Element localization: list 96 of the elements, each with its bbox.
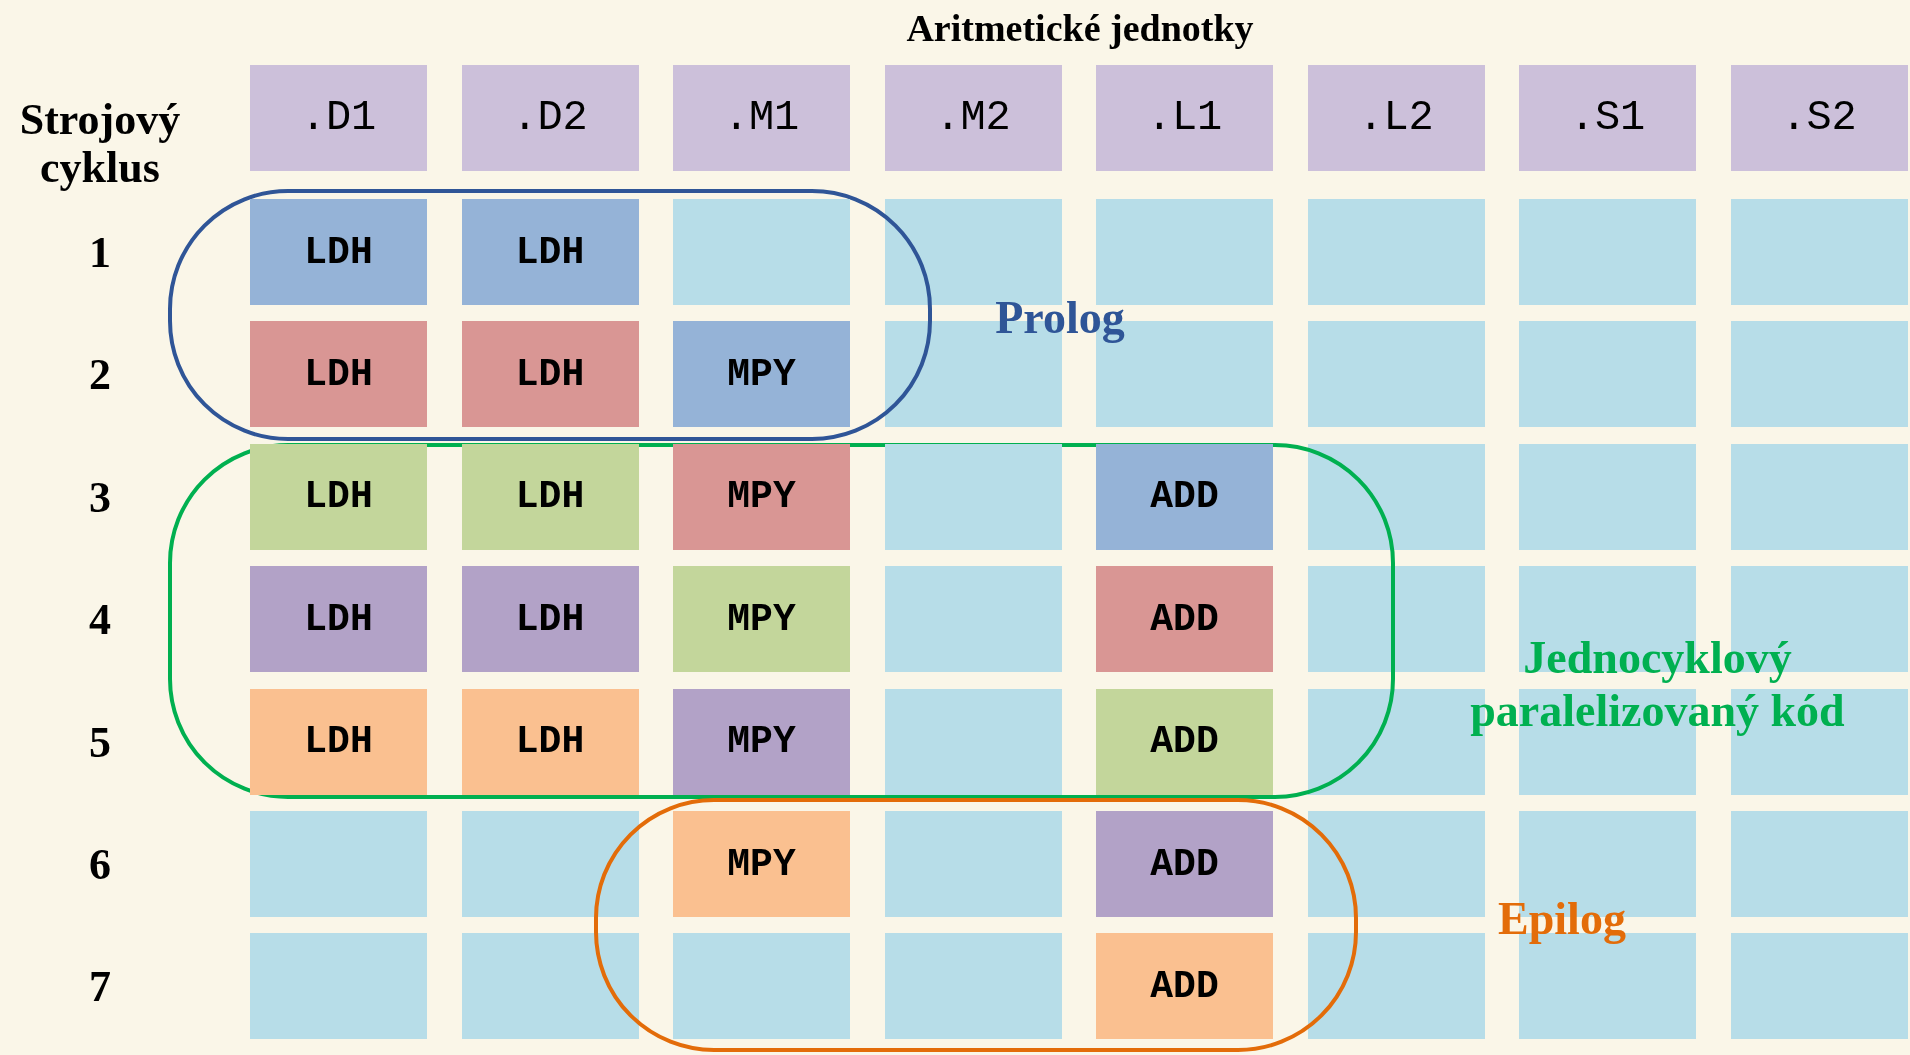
empty-cell xyxy=(884,811,1062,917)
unit-name: .M2 xyxy=(935,94,1011,142)
instruction-name: MPY xyxy=(727,475,796,519)
unit-name: .M1 xyxy=(723,94,800,142)
row-number: 2 xyxy=(88,351,112,400)
instruction-name: MPY xyxy=(727,720,796,764)
unit-name: .D2 xyxy=(512,94,588,142)
unit-name: .L2 xyxy=(1358,94,1434,142)
unit-header xyxy=(461,65,639,171)
empty-cell xyxy=(1307,566,1485,673)
row-number: 4 xyxy=(88,596,112,645)
instruction-cell xyxy=(461,566,639,673)
instruction-name: LDH xyxy=(515,230,585,274)
instruction-name: LDH xyxy=(515,720,585,764)
instruction-cell xyxy=(250,321,427,428)
unit-name: .D1 xyxy=(300,94,377,142)
instruction-cell xyxy=(250,566,427,673)
row-number: 7 xyxy=(88,963,112,1012)
row-number: 3 xyxy=(88,473,112,523)
empty-cell xyxy=(673,933,850,1040)
instruction-name: LDH xyxy=(515,475,585,519)
axis-title: Strojový cyklus xyxy=(18,96,182,193)
instruction-cell xyxy=(461,688,639,795)
instruction-cell xyxy=(250,443,427,550)
instruction-name: MPY xyxy=(727,352,796,396)
instruction-name: LDH xyxy=(304,352,373,396)
empty-cell xyxy=(1730,933,1908,1040)
instruction-cell xyxy=(673,811,850,917)
unit-header xyxy=(1730,65,1908,171)
unit-name: .S2 xyxy=(1781,94,1857,142)
empty-cell xyxy=(1730,199,1908,305)
unit-header xyxy=(1307,65,1485,171)
empty-cell xyxy=(250,811,427,917)
instruction-cell xyxy=(1096,566,1273,673)
empty-cell xyxy=(884,933,1062,1040)
empty-cell xyxy=(1307,811,1485,917)
unit-header xyxy=(1096,65,1273,171)
empty-cell xyxy=(461,811,639,917)
diagram-title: Aritmetické jednotky xyxy=(905,6,1255,50)
empty-cell xyxy=(1519,199,1696,305)
unit-header xyxy=(250,65,427,171)
instruction-cell xyxy=(250,688,427,795)
empty-cell xyxy=(1307,933,1485,1040)
empty-cell xyxy=(1519,443,1696,550)
unit-header xyxy=(1519,65,1696,171)
instruction-cell xyxy=(1096,443,1273,550)
empty-cell xyxy=(1307,443,1485,550)
instruction-name: LDH xyxy=(515,597,585,641)
instruction-name: LDH xyxy=(304,475,373,519)
instruction-cell xyxy=(673,566,850,673)
empty-cell xyxy=(673,199,850,305)
instruction-name: ADD xyxy=(1150,597,1219,641)
group-label: Epilog xyxy=(1497,893,1627,946)
unit-name: .L1 xyxy=(1146,94,1223,142)
instruction-cell xyxy=(1096,933,1273,1040)
instruction-cell xyxy=(461,443,639,550)
empty-cell xyxy=(461,933,639,1040)
empty-cell xyxy=(250,933,427,1040)
empty-cell xyxy=(1307,321,1485,428)
instruction-cell xyxy=(673,688,850,795)
empty-cell xyxy=(884,688,1062,795)
instruction-cell xyxy=(250,199,427,305)
instruction-name: ADD xyxy=(1150,475,1219,519)
instruction-name: ADD xyxy=(1150,842,1219,886)
unit-name: .S1 xyxy=(1569,94,1646,142)
empty-cell xyxy=(1730,811,1908,917)
group-label: Jednocyklový paralelizovaný kód xyxy=(1469,632,1846,738)
instruction-cell xyxy=(673,443,850,550)
instruction-cell xyxy=(1096,811,1273,917)
instruction-name: LDH xyxy=(304,230,373,274)
row-number: 5 xyxy=(88,718,112,767)
instruction-cell xyxy=(461,321,639,428)
unit-header xyxy=(884,65,1062,171)
instruction-cell xyxy=(461,199,639,305)
instruction-name: ADD xyxy=(1150,964,1219,1008)
instruction-name: LDH xyxy=(515,352,585,396)
empty-cell xyxy=(884,443,1062,550)
row-number: 1 xyxy=(88,229,112,278)
empty-cell xyxy=(1307,199,1485,305)
empty-cell xyxy=(1730,443,1908,550)
instruction-name: MPY xyxy=(727,842,796,886)
rounded-outline xyxy=(168,443,1395,799)
instruction-cell xyxy=(673,321,850,428)
empty-cell xyxy=(1730,321,1908,428)
instruction-name: LDH xyxy=(304,597,373,641)
instruction-cell xyxy=(1096,688,1273,795)
rounded-outline xyxy=(168,189,932,441)
empty-cell xyxy=(1519,321,1696,428)
empty-cell xyxy=(884,566,1062,673)
unit-header xyxy=(673,65,850,171)
instruction-name: ADD xyxy=(1150,720,1219,764)
instruction-name: LDH xyxy=(304,720,373,764)
rounded-outline xyxy=(594,798,1358,1052)
instruction-name: MPY xyxy=(727,597,796,641)
row-number: 6 xyxy=(88,841,112,890)
group-label: Prolog xyxy=(994,292,1126,345)
